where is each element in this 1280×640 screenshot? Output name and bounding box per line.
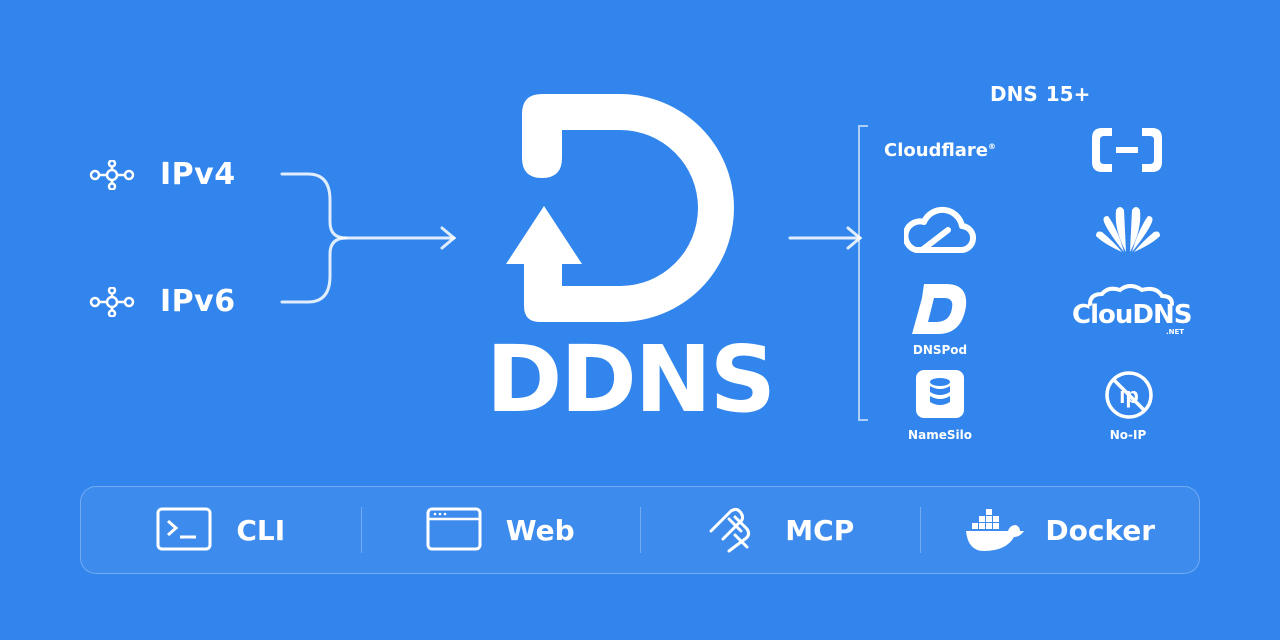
- mode-web-label: Web: [505, 513, 575, 547]
- mode-web: Web: [360, 487, 641, 573]
- tencent-cloud-icon: [904, 206, 976, 254]
- cloudflare-label: Cloudflare: [884, 140, 989, 161]
- dnspod-icon: [912, 284, 967, 334]
- noip-icon: ip: [1105, 371, 1153, 419]
- provider-bracket: [858, 125, 868, 421]
- network-node-icon: [89, 286, 135, 317]
- ipv6-row: IPv6: [88, 284, 236, 319]
- product-title: DDNS: [486, 326, 776, 433]
- merge-connector: [280, 172, 457, 304]
- deployment-modes-bar: CLI Web MCP Docker: [80, 486, 1200, 574]
- mode-mcp-label: MCP: [785, 513, 855, 547]
- noip-label: No-IP: [1109, 428, 1147, 442]
- providers-heading-prefix: DNS: [990, 82, 1038, 106]
- aliyun-icon: [1092, 128, 1162, 172]
- namesilo-icon: [916, 370, 964, 418]
- mcp-icon: [709, 507, 751, 553]
- mode-docker-label: Docker: [1045, 513, 1156, 547]
- mode-cli: CLI: [81, 487, 361, 573]
- ipv4-row: IPv4: [88, 157, 236, 192]
- ipv4-label: IPv4: [160, 157, 236, 192]
- providers-heading: DNS 15+: [982, 82, 1090, 106]
- clouddns-suffix: .NET: [1166, 328, 1185, 336]
- output-arrow: [788, 226, 863, 250]
- docker-icon: [966, 509, 1025, 551]
- mode-docker: Docker: [919, 487, 1200, 573]
- network-node-icon: [89, 159, 135, 190]
- clouddns-cloud-icon: [1088, 284, 1174, 306]
- namesilo-label: NameSilo: [908, 428, 972, 442]
- huawei-icon: [1096, 207, 1160, 252]
- mode-mcp: MCP: [640, 487, 920, 573]
- ddns-logo-icon: [506, 94, 734, 322]
- cloudflare-registered-mark: ®: [988, 142, 997, 151]
- ipv6-label: IPv6: [160, 284, 236, 319]
- dnspod-label: DNSPod: [912, 343, 968, 357]
- terminal-icon: [156, 507, 212, 551]
- browser-window-icon: [426, 507, 482, 551]
- provider-cloudflare: Cloudflare®: [884, 140, 996, 161]
- svg-text:ip: ip: [1119, 383, 1139, 408]
- providers-heading-count: 15+: [1045, 82, 1091, 106]
- mode-cli-label: CLI: [236, 513, 286, 547]
